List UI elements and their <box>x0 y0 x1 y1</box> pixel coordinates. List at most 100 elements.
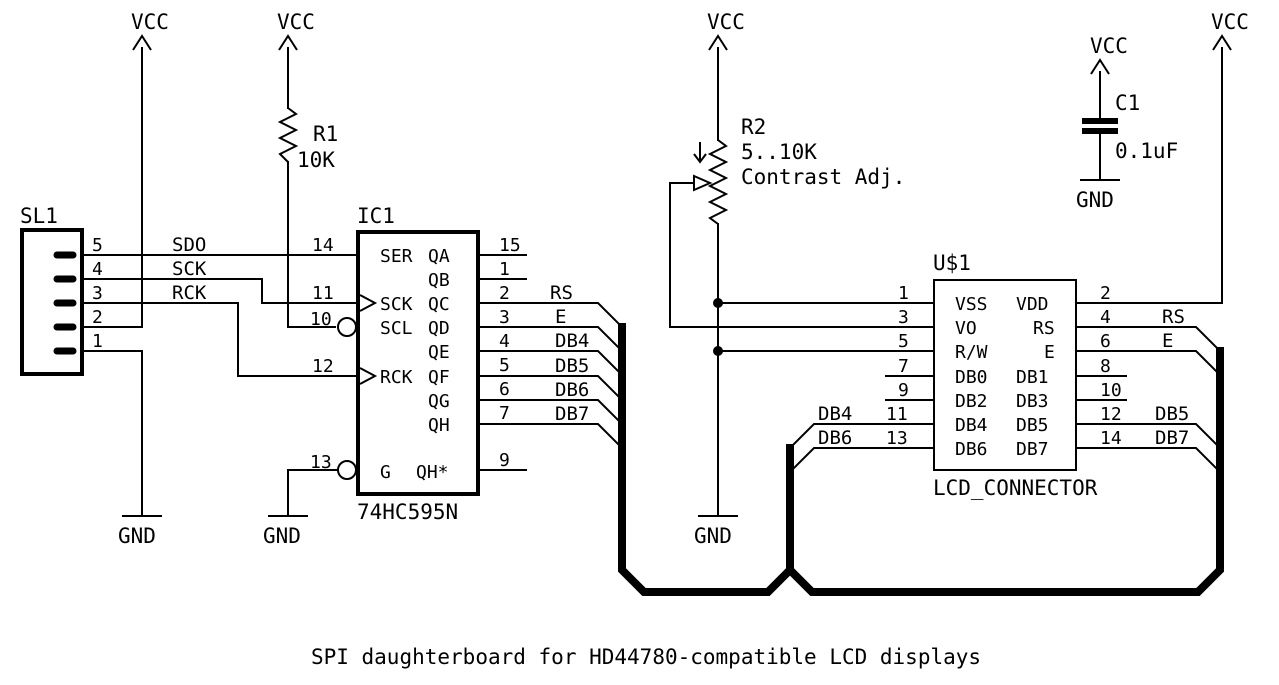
r1-zigzag-icon <box>277 107 299 163</box>
wire-db7-ic1 <box>477 423 624 450</box>
ic1-pin-qc: QC <box>428 294 450 315</box>
ic1-pin-qf: QF <box>428 367 450 388</box>
net-label-sck: SCK <box>172 258 207 280</box>
ic1-pin-qa: QA <box>428 246 450 267</box>
lcd-pin-num-3: 3 <box>898 307 909 328</box>
lcd-pin-rw: R/W <box>955 342 988 363</box>
inversion-bubble-icon <box>337 317 357 337</box>
r2-name: R2 <box>741 115 766 139</box>
lcd-name: U$1 <box>933 251 971 275</box>
net-label-db4-ic1: DB4 <box>555 330 589 352</box>
gnd-label: GND <box>118 524 156 548</box>
net-label-rs-lcd: RS <box>1162 306 1185 328</box>
sl1-wires <box>81 47 359 517</box>
vcc-label: VCC <box>1211 10 1249 34</box>
vcc-symbol-sl1: VCC <box>131 10 169 51</box>
vcc-label: VCC <box>131 10 169 34</box>
c1-name: C1 <box>1115 91 1140 115</box>
ic1-pin-g: G <box>380 462 391 483</box>
wire-sl1-gnd <box>81 350 143 517</box>
sl1-name: SL1 <box>20 204 58 228</box>
lcd-pin-num-11: 11 <box>886 404 908 425</box>
r1-value: 10K <box>297 148 335 172</box>
wiper-arrow-icon <box>693 174 713 192</box>
sl1-pin-4: 4 <box>92 259 103 280</box>
lcd-pin-vss: VSS <box>955 294 988 315</box>
r2-wiper-wire <box>669 182 719 328</box>
vcc-arrow-icon <box>132 34 152 51</box>
lcd-connector-u1: U$1 LCD_CONNECTOR 1 3 5 7 9 11 13 VSS VO… <box>669 10 1249 500</box>
potentiometer-r2: VCC R2 5..10K Contrast Adj. GND <box>669 10 905 548</box>
wire-db7-lcd <box>1075 447 1222 474</box>
data-bus-right <box>784 347 1224 596</box>
ic1-pin-ser: SER <box>380 246 413 267</box>
ic1-pin-num-3: 3 <box>499 307 510 328</box>
ic1-pin-qh: QH <box>428 415 450 436</box>
ic1-pin-qh-star: QH* <box>416 462 449 483</box>
wire-rs-ic1 <box>477 302 624 329</box>
net-label-rck: RCK <box>172 282 207 304</box>
gnd-symbol-sl1: GND <box>118 515 162 548</box>
ic1-pin-num-5: 5 <box>499 355 510 376</box>
clock-triangle-icon <box>359 367 378 385</box>
lcd-pin-db7: DB7 <box>1016 439 1049 460</box>
wire-db4-lcd <box>788 423 935 450</box>
ic1-pin-scl: SCL <box>380 318 413 339</box>
net-label-e-lcd: E <box>1162 330 1173 352</box>
data-bus-left <box>618 323 794 596</box>
ic1-pin-num-11: 11 <box>312 283 334 304</box>
r1-to-scl-wire <box>287 161 336 328</box>
lcd-pin-num-6: 6 <box>1100 331 1111 352</box>
ic1-pin-qb: QB <box>428 270 450 291</box>
lcd-pin-num-13: 13 <box>886 428 908 449</box>
wire-db5-ic1 <box>477 375 624 402</box>
wire-db6-ic1 <box>477 399 624 426</box>
lcd-pin-db3: DB3 <box>1016 391 1049 412</box>
wire-db5-lcd <box>1075 423 1222 450</box>
clock-triangle-icon <box>359 294 378 312</box>
ic1-pin-num-15: 15 <box>499 235 521 256</box>
ic1-pin-num-7: 7 <box>499 403 510 424</box>
lcd-body <box>933 279 1077 471</box>
lcd-pin-num-12: 12 <box>1100 404 1122 425</box>
net-label-db5-ic1: DB5 <box>555 355 589 377</box>
r1-name: R1 <box>313 122 338 146</box>
lcd-pin-num-10: 10 <box>1100 380 1122 401</box>
ic1-pin-num-1: 1 <box>499 259 510 280</box>
lcd-pin-vdd: VDD <box>1016 294 1049 315</box>
sl1-pin-2: 2 <box>92 307 103 328</box>
lcd-part: LCD_CONNECTOR <box>933 476 1098 500</box>
lcd-pin-num-9: 9 <box>898 380 909 401</box>
ic1-part: 74HC595N <box>357 500 458 524</box>
sl1-pin-1: 1 <box>92 331 103 352</box>
vcc-label: VCC <box>1090 34 1128 58</box>
wire-sl1-vcc <box>81 47 143 328</box>
junction-dot <box>713 346 723 356</box>
net-label-rs-ic1: RS <box>550 282 573 304</box>
lcd-pin-db4: DB4 <box>955 415 988 436</box>
ic1-body <box>356 230 480 496</box>
r2-note: Contrast Adj. <box>741 165 905 189</box>
gnd-label: GND <box>263 524 301 548</box>
ic1-pin-num-4: 4 <box>499 331 510 352</box>
wire-e-ic1 <box>477 326 624 353</box>
ic1-pin-qg: QG <box>428 391 450 412</box>
gnd-label: GND <box>694 524 732 548</box>
junction-dot <box>713 298 723 308</box>
ic1-pin-num-12: 12 <box>312 356 334 377</box>
ic1-pin-num-6: 6 <box>499 379 510 400</box>
lcd-pin-num-2: 2 <box>1100 283 1111 304</box>
ic1-pin-sck: SCK <box>380 294 413 315</box>
ic1-pin-num-13: 13 <box>310 452 332 473</box>
resistor-r1: R1 10K <box>277 47 338 328</box>
lcd-pin-num-1: 1 <box>898 283 909 304</box>
wire-e-lcd <box>1075 350 1222 377</box>
wire-g-gnd <box>287 469 339 517</box>
lcd-pin-num-7: 7 <box>898 356 909 377</box>
net-label-e-ic1: E <box>555 306 566 328</box>
vcc-arrow-icon <box>1090 58 1110 75</box>
net-label-db7-ic1: DB7 <box>555 403 589 425</box>
c1-value: 0.1uF <box>1115 139 1178 163</box>
wire-rck <box>81 302 359 377</box>
